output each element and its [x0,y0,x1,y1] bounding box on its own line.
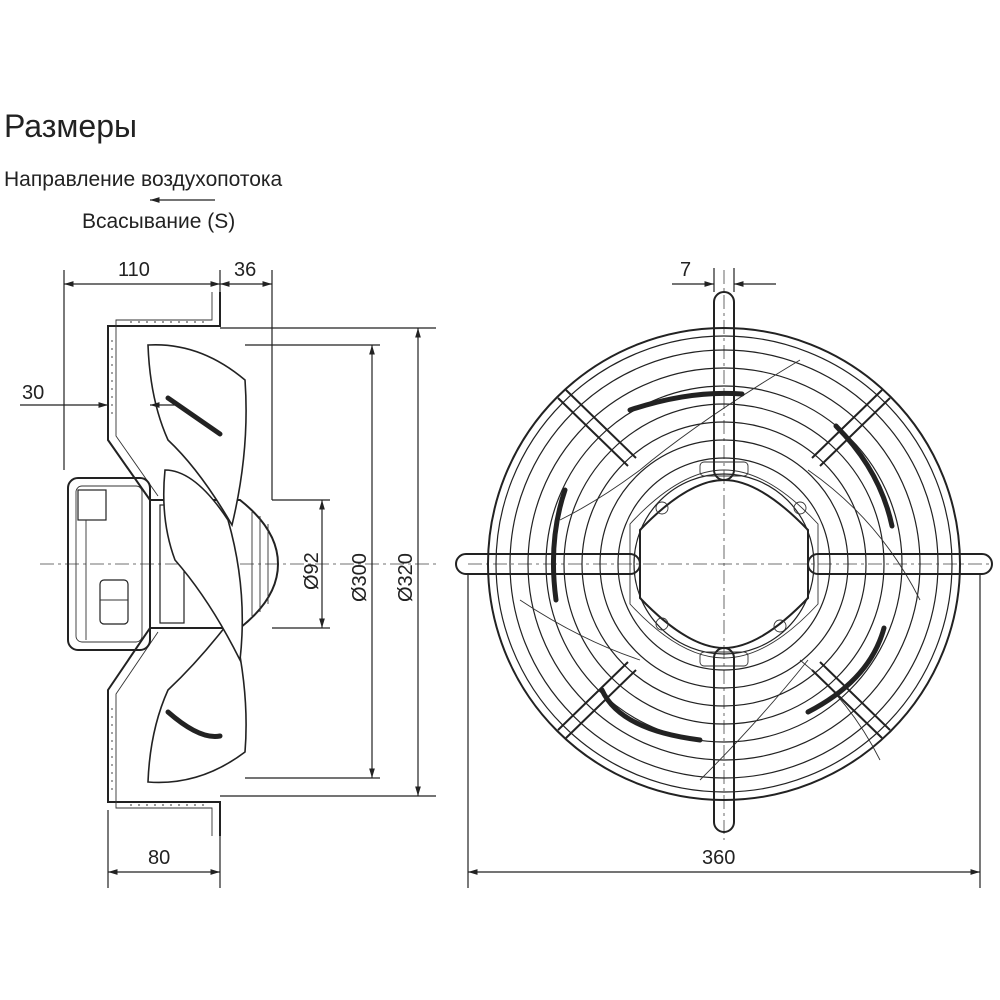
dia-320: Ø320 [395,553,417,602]
page-title: Размеры [4,108,137,144]
dim-110: 110 [118,259,150,281]
suction-label: Всасывание (S) [82,210,236,233]
dim-80: 80 [148,847,170,869]
front-view: 7 360 [455,259,993,888]
dim-360: 360 [702,847,735,869]
side-view: 110 36 30 80 Ø92 Ø300 Ø320 [20,259,440,888]
dim-7: 7 [680,259,691,281]
airflow-direction-label: Направление воздухопотока [4,168,283,191]
dia-300: Ø300 [349,553,371,602]
dia-92: Ø92 [301,552,323,590]
dim-36: 36 [234,259,256,281]
dim-30: 30 [22,382,44,404]
